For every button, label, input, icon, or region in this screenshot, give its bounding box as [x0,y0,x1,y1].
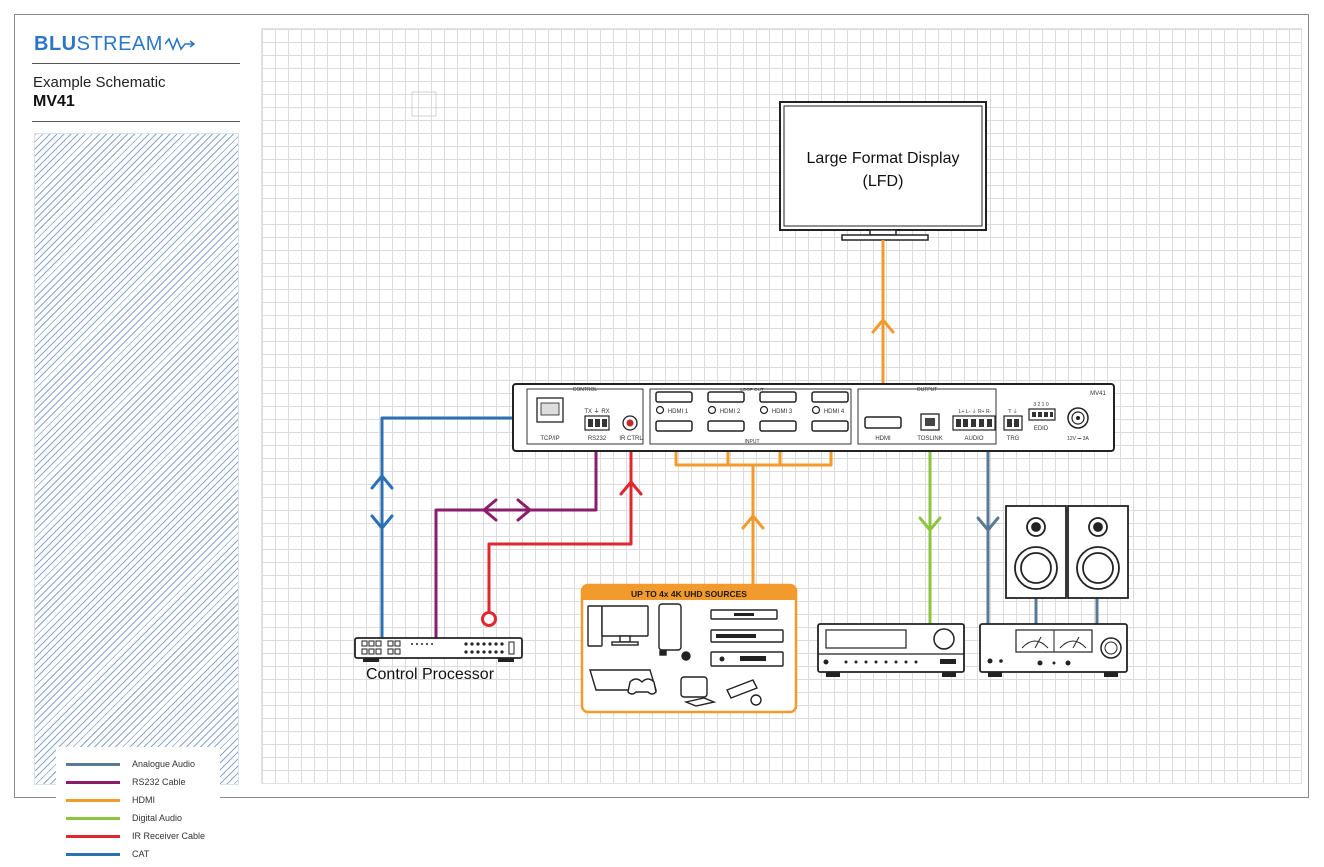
legend-swatch [66,852,120,856]
display-label: Large Format Display (LFD) [780,147,986,193]
camera-icon [726,679,758,699]
hdmi2-label: HDMI 2 [720,409,741,415]
large-format-display [779,101,987,241]
rs232-label: RS232 [588,436,607,442]
irctrl-label: IR CTRL [619,436,643,442]
section-input-label: INPUT [745,439,760,445]
legend-item: CAT [66,847,149,861]
ir-receiver-icon [481,611,497,627]
control-processor-label: Control Processor [365,666,495,683]
hdmi-output-port-icon [864,416,902,429]
arrow-right-icon [516,498,532,522]
legend-item: Analogue Audio [66,757,195,771]
amp-volume-knob-icon [1100,637,1122,659]
legend-swatch [66,762,120,766]
apple-tv-icon [680,676,708,698]
console-icon [658,603,682,651]
hdmi3-label: HDMI 3 [772,409,793,415]
arrow-down-icon [918,516,942,532]
legend-item: RS232 Cable [66,775,186,789]
arrowheads [370,318,1000,532]
legend-label: Analogue Audio [132,759,196,769]
legend-label: IR Receiver Cable [132,831,206,841]
hdmi4-label: HDMI 4 [824,409,845,415]
legend-label: Digital Audio [132,813,183,823]
legend-item: Digital Audio [66,811,182,825]
schematic-diagram: CONTROL TCP/IP TX ⏚ RX RS232 IR CTRL LOO… [354,91,1129,714]
power-label: 12V ⎓ 3A [1067,436,1089,442]
arrow-left-icon [482,498,498,522]
tcpip-label: TCP/IP [540,436,559,442]
hdmi-out-label: HDMI [875,436,891,442]
sources-box: UP TO 4x 4K UHD SOURCES [580,583,798,714]
page-title: MV41 [33,93,75,110]
device-model-label: MV41 [1090,391,1106,397]
volume-knob-icon [933,628,955,650]
header-rule-bottom [32,121,240,122]
hdmi-loop-ports [655,391,849,432]
hatched-panel: Analogue Audio RS232 Cable HDMI Digital … [34,133,239,867]
edid-pins-label: 3 2 1 0 [1033,402,1049,408]
arrow-up-icon [619,480,643,496]
schematic-frame [14,14,1309,798]
gamepad-icon [627,678,657,695]
control-processor [354,637,523,662]
trg-label: TRG [1007,436,1020,442]
arrow-down-icon [370,514,394,530]
legend-item: IR Receiver Cable [66,829,205,843]
speaker-left [1005,505,1067,599]
legend-swatch [66,834,120,838]
legend-swatch [66,816,120,820]
header-rule [32,63,240,64]
rs232-cable [434,432,598,638]
hdmi1-label: HDMI 1 [668,409,689,415]
toslink-label: TOSLINK [917,436,943,442]
legend-label: CAT [132,849,150,859]
trg-pins-label: T ⏚ [1008,408,1017,415]
arrow-up-icon [871,318,895,334]
arrow-up-icon [741,514,765,530]
mv41-device: CONTROL TCP/IP TX ⏚ RX RS232 IR CTRL LOO… [512,383,1115,452]
section-output-label: OUTPUT [917,387,938,393]
edid-label: EDID [1034,426,1049,432]
page-subtitle: Example Schematic [33,74,166,91]
legend-label: HDMI [132,795,155,805]
sources-title: UP TO 4x 4K UHD SOURCES [631,589,747,599]
placeholder-square [411,91,437,117]
arrow-up-icon [370,474,394,490]
pc-tower-icon [587,605,603,647]
rs232-pins-label: TX ⏚ RX [584,408,609,415]
display-label-line2: (LFD) [862,173,904,190]
speaker-right [1067,505,1129,599]
brand-name-bold: BLU [34,32,77,55]
cat-cable [380,416,548,640]
audio-pins-label: L+ L- ⏚ R+ R- [959,408,992,415]
amplifier [979,623,1128,677]
display-label-line1: Large Format Display [806,150,960,167]
arrow-down-icon [976,516,1000,532]
section-control-label: CONTROL [573,387,598,393]
legend-swatch [66,780,120,784]
trigger-terminal-icon [1003,415,1023,431]
legend-item: HDMI [66,793,155,807]
legend-swatch [66,798,120,802]
section-loopout-label: LOOP OUT [740,387,763,392]
ir-cable [487,432,633,612]
speaker-cables [1034,598,1099,624]
legend-label: RS232 Cable [132,777,186,787]
wave-icon [164,36,196,52]
brand-name-rest: STREAM [76,32,163,55]
av-receiver [817,623,965,677]
remote-icon [683,697,717,707]
monitor-icon [601,605,649,637]
audio-label: AUDIO [964,436,983,442]
